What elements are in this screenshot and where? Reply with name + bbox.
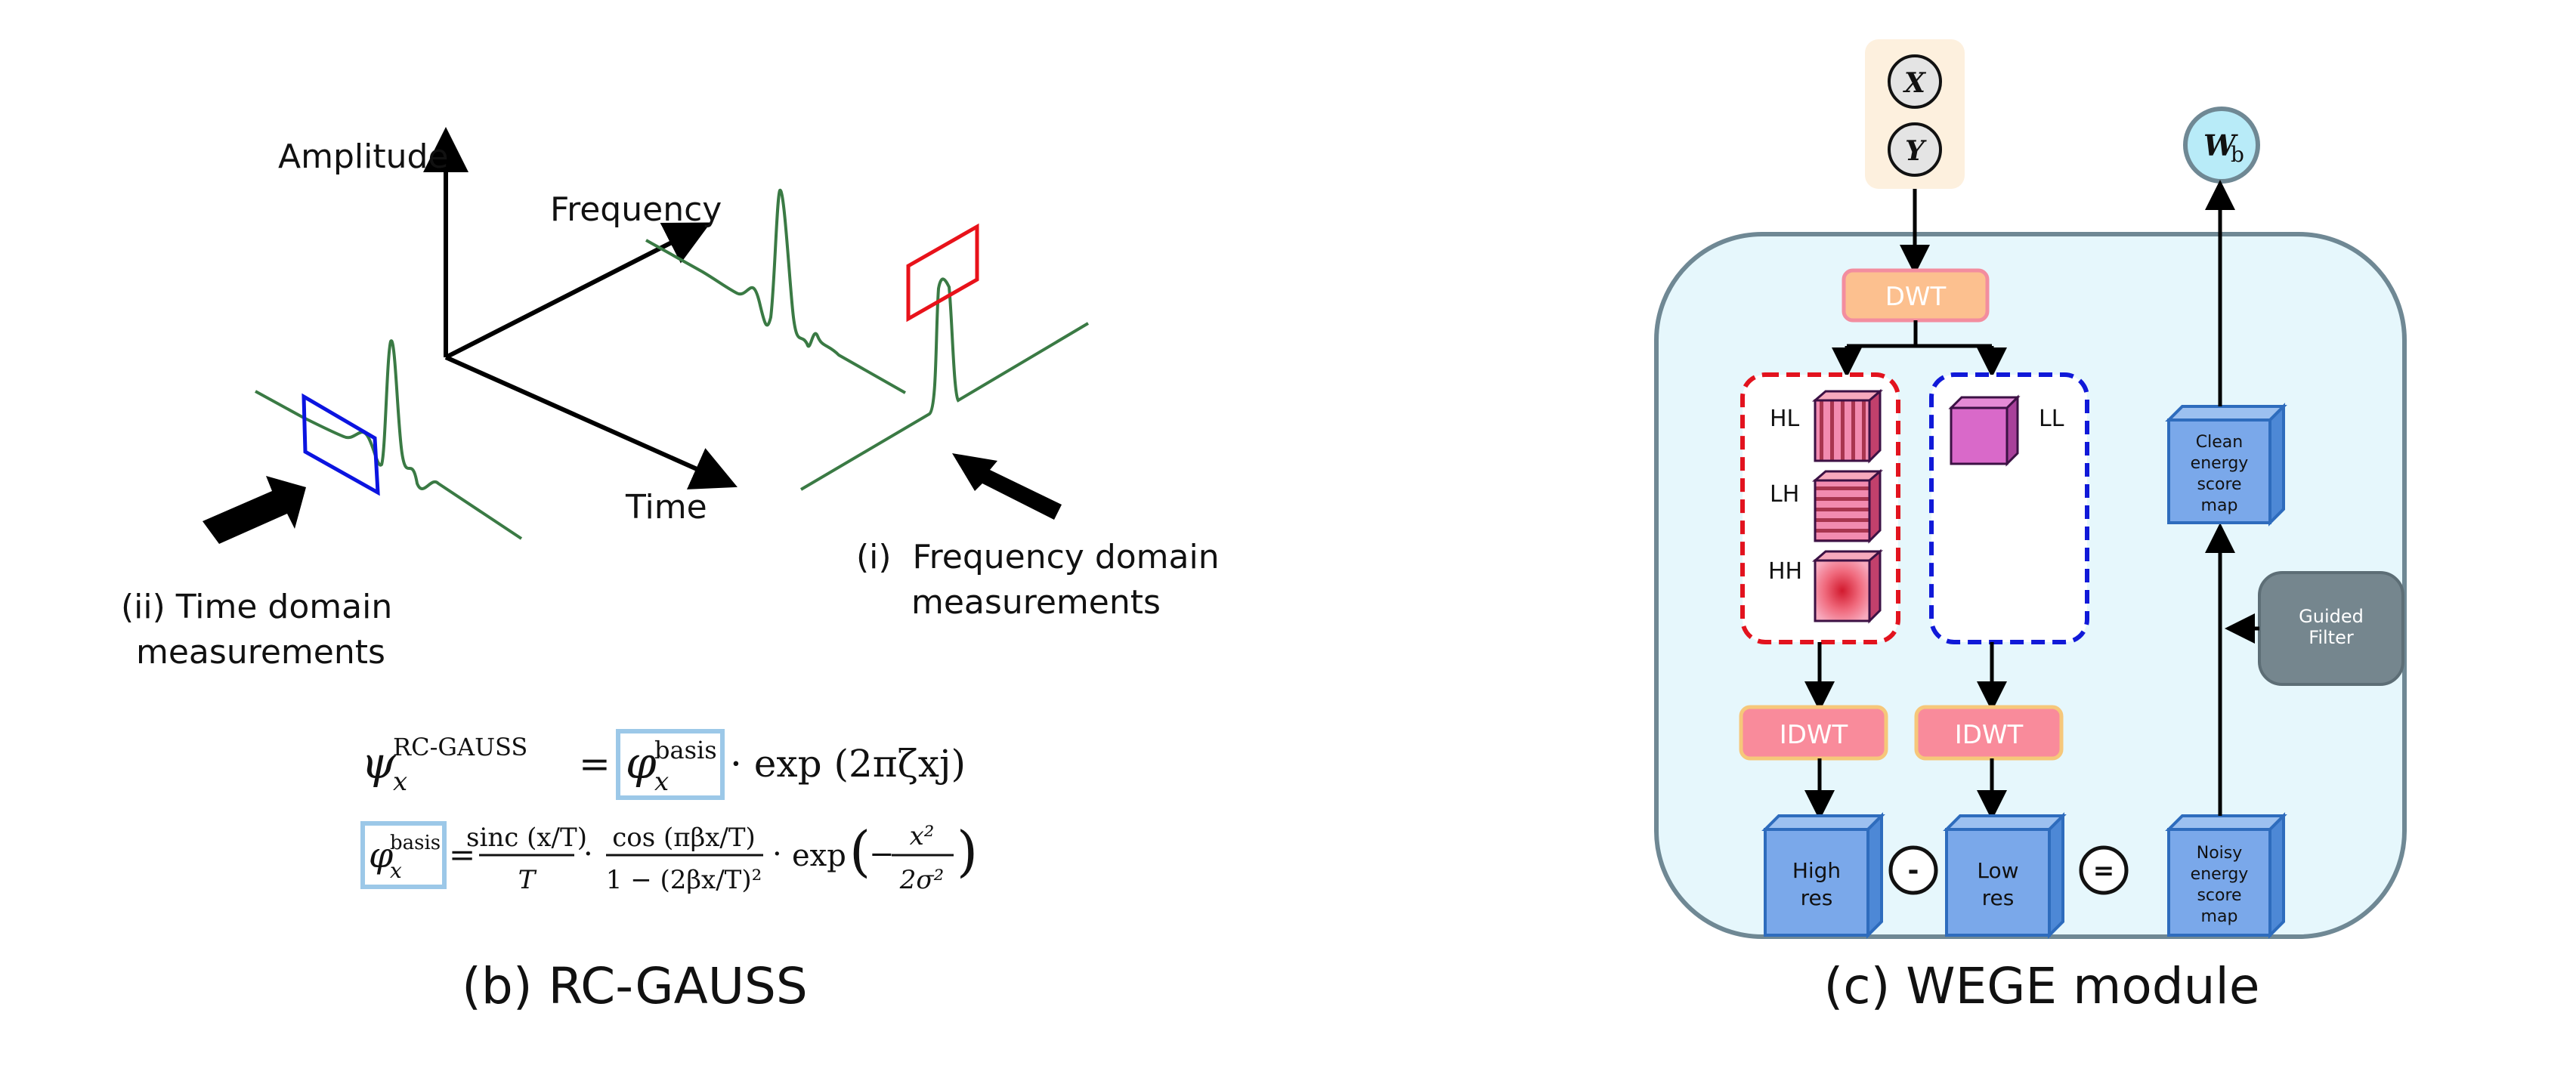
phi-superscript-1: basis — [654, 736, 717, 764]
idwt-left-label: IDWT — [1780, 720, 1848, 750]
noisy-map-cube — [2165, 812, 2287, 939]
low-res-label-line1: Low — [1977, 858, 2018, 883]
frequency-label: Frequency — [550, 190, 722, 229]
phi-symbol-1: φ — [626, 737, 657, 789]
exp-numerator: x² — [910, 821, 935, 851]
formula1-equals: = — [579, 742, 611, 786]
equals-operator — [2079, 845, 2129, 895]
hh-label: HH — [1768, 558, 1802, 585]
time-domain-caption-line2: measurements — [136, 633, 385, 672]
low-res-cube — [1943, 812, 2067, 939]
phi-basis-box-2 — [360, 821, 447, 889]
exp-denominator: 2σ² — [899, 865, 944, 895]
minus-operator-label: - — [1908, 855, 1919, 886]
frequency-domain-arrow — [952, 453, 1062, 520]
phi-symbol-2: φ — [369, 835, 394, 876]
frequency-waveform-upper — [645, 188, 906, 394]
formula1-rhs: · exp (2πζxj) — [730, 742, 966, 786]
clean-map-line2: energy — [2191, 454, 2249, 473]
noisy-map-line4: map — [2201, 907, 2238, 926]
exp-open-paren: ( — [849, 820, 871, 883]
phi-subscript-1: x — [654, 767, 669, 797]
noisy-map-line3: score — [2197, 886, 2241, 905]
input-x-label: X — [1903, 67, 1927, 99]
minus-operator — [1888, 845, 1938, 895]
idwt-left-block — [1739, 705, 1888, 761]
dot-1: · — [583, 837, 593, 872]
frequency-domain-caption-line2: measurements — [911, 583, 1161, 622]
psi-subscript: x — [393, 767, 407, 797]
time-label: Time — [625, 488, 707, 527]
psi-symbol: ψ — [361, 737, 396, 789]
noisy-map-line1: Noisy — [2197, 844, 2243, 863]
cos-denominator: 1 − (2βx/T)² — [606, 865, 762, 895]
sinc-denominator: T — [518, 865, 537, 895]
clean-map-line1: Clean — [2196, 433, 2243, 452]
time-domain-waveform — [255, 339, 523, 540]
noisy-map-line2: energy — [2191, 865, 2249, 884]
ll-label: LL — [2039, 406, 2064, 432]
ll-cube — [1948, 394, 2021, 467]
guided-filter-line2: Filter — [2309, 627, 2354, 648]
time-window-box — [302, 393, 380, 496]
sinc-numerator: sinc (x/T) — [466, 823, 587, 853]
high-res-cube — [1761, 812, 1885, 939]
exp-minus: − — [869, 837, 895, 872]
panel-b-caption: (b) RC-GAUSS — [462, 957, 808, 1015]
axes-3d — [423, 127, 738, 489]
formula-phi-basis: φ basis x = sinc (x/T) T · cos (πβx/T) 1… — [360, 820, 978, 895]
frequency-axis — [444, 222, 711, 360]
panel-c-caption: (c) WEGE module — [1824, 957, 2260, 1015]
formula2-equals: = — [449, 836, 475, 873]
formula-rc-gauss: ψ RC-GAUSS x = φ basis x · exp (2πζxj) — [361, 729, 966, 800]
lh-label: LH — [1770, 481, 1799, 508]
frequency-waveform-lower — [799, 277, 1090, 491]
hl-cube — [1811, 388, 1884, 464]
clean-map-cube — [2165, 403, 2287, 527]
hl-label: HL — [1770, 406, 1800, 432]
low-res-label-line2: res — [1982, 885, 2015, 910]
idwt-right-label: IDWT — [1955, 720, 2024, 750]
exp-close-paren: ) — [957, 820, 978, 883]
equals-operator-label: = — [2093, 856, 2115, 886]
frequency-window-box — [906, 223, 979, 323]
time-domain-caption-line1: (ii) Time domain — [121, 588, 392, 626]
frequency-domain-caption-line1: (i) Frequency domain — [856, 538, 1220, 576]
panel-c: X Y W b DWT HL LH — [1654, 39, 2407, 1015]
psi-superscript: RC-GAUSS — [393, 733, 527, 761]
output-w-label: W — [2203, 128, 2238, 162]
hh-cube — [1811, 548, 1884, 624]
guided-filter-line1: Guided — [2299, 606, 2364, 627]
dwt-label: DWT — [1885, 282, 1947, 312]
input-y-label: Y — [1905, 135, 1927, 167]
clean-map-line3: score — [2197, 475, 2241, 494]
dot-2: · — [772, 837, 782, 872]
output-sub-label: b — [2231, 142, 2244, 167]
phi-superscript-2: basis — [390, 832, 441, 854]
input-y-node — [1888, 122, 1942, 177]
time-axis — [444, 355, 738, 489]
exp-text: exp — [792, 838, 846, 873]
idwt-right-block — [1914, 705, 2064, 761]
phi-subscript-2: x — [390, 858, 402, 883]
phi-basis-box-1 — [616, 729, 725, 800]
clean-map-line4: map — [2201, 496, 2238, 515]
high-res-label-line1: High — [1792, 858, 1841, 883]
lh-cube — [1811, 468, 1884, 544]
panel-b: Amplitude Frequency Time (ii) Time domai… — [121, 127, 1220, 1015]
time-domain-arrow — [203, 476, 306, 544]
input-x-node — [1888, 54, 1942, 109]
cos-numerator: cos (πβx/T) — [612, 823, 756, 853]
high-res-label-line2: res — [1801, 885, 1833, 910]
dwt-branch — [1847, 320, 1992, 348]
amplitude-label: Amplitude — [278, 137, 448, 176]
